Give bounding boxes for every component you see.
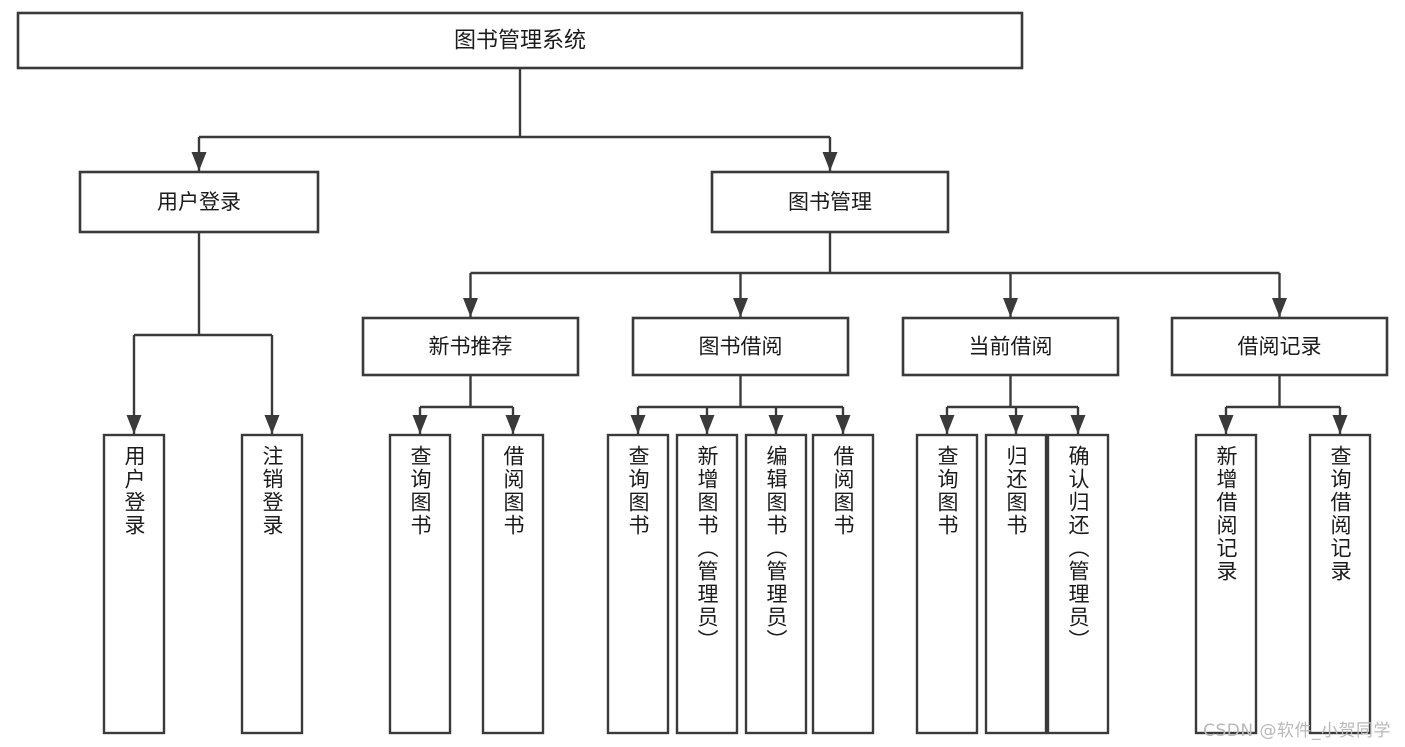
module-node-label-3: 借阅记录 [1238,335,1322,359]
leaf-node-box-7[interactable] [811,433,875,735]
branch-arrow-1 [822,152,838,171]
branch-node-label-1: 图书管理 [788,190,872,214]
leaf-node-box-1[interactable] [240,433,304,735]
leaf-node-box-4[interactable] [606,433,670,735]
module-arrow-3 [1272,298,1287,317]
leaf-arrow-3 [505,415,521,434]
leaf-node-box-8[interactable] [915,433,979,735]
branch-arrow-0 [191,152,207,171]
boxes-layer [16,11,1389,735]
leaf-arrow-8 [939,415,955,434]
leaf-arrow-7 [835,415,851,434]
root-node-label: 图书管理系统 [454,29,586,54]
branch-node-box-1[interactable] [710,170,950,234]
leaf-arrow-6 [768,415,784,434]
module-node-label-0: 新书推荐 [429,335,513,359]
module-node-box-3[interactable] [1170,316,1389,377]
leaf-node-box-10[interactable] [1046,433,1110,735]
leaf-arrow-9 [1008,415,1024,434]
module-node-box-2[interactable] [901,316,1120,377]
leaf-arrow-5 [699,415,715,434]
leaf-arrow-1 [264,415,280,434]
module-node-box-0[interactable] [361,316,580,377]
branch-node-label-0: 用户登录 [157,190,241,214]
leaf-arrow-11 [1218,415,1234,434]
connectors-layer [126,68,1348,434]
leaf-arrow-12 [1332,415,1348,434]
leaf-node-box-9[interactable] [984,433,1048,735]
root-node-box[interactable] [16,11,1024,70]
csdn-watermark: CSDN @软件_小贺同学 [1203,721,1391,741]
module-arrow-2 [1003,298,1018,317]
leaf-node-box-3[interactable] [481,433,545,735]
branch-node-box-0[interactable] [78,170,320,234]
module-node-box-1[interactable] [631,316,850,377]
leaf-arrow-10 [1070,415,1086,434]
leaf-node-box-5[interactable] [675,433,739,735]
leaf-node-box-11[interactable] [1194,433,1258,735]
leaf-node-box-0[interactable] [102,433,166,735]
leaf-arrow-2 [412,415,428,434]
leaf-arrow-0 [126,415,142,434]
module-node-label-2: 当前借阅 [969,335,1053,359]
module-node-label-1: 图书借阅 [699,335,783,359]
leaf-arrow-4 [630,415,646,434]
leaf-node-box-6[interactable] [744,433,808,735]
leaf-node-box-2[interactable] [388,433,452,735]
module-arrow-1 [733,298,748,317]
module-arrow-0 [463,298,478,317]
leaf-node-box-12[interactable] [1308,433,1372,735]
